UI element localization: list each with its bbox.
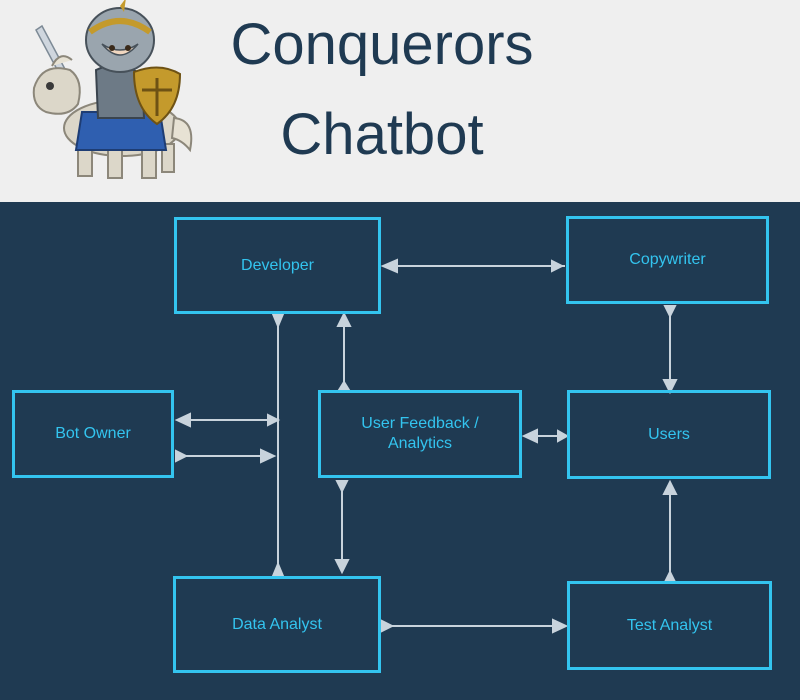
arrow-tail-feedback-up: [337, 380, 351, 391]
page-title: Conquerors Chatbot: [208, 0, 556, 180]
arrowhead-at-feedback: [521, 428, 538, 444]
copywriter-label: Copywriter: [629, 251, 706, 268]
data-analyst-node: Data Analyst: [173, 576, 381, 673]
arrowhead-at-developer-bottom: [336, 311, 352, 327]
arrow-tail-developer-down: [271, 313, 285, 329]
arrow-tail-copywriter: [551, 259, 565, 273]
knight-on-horse-icon: [12, 0, 197, 190]
users-node: Users: [567, 390, 771, 479]
arrow-tail-copywriter-down: [663, 305, 677, 319]
users-label: Users: [648, 425, 690, 443]
copywriter-node: Copywriter: [566, 216, 769, 304]
test-analyst-node: Test Analyst: [567, 581, 772, 670]
user-feedback-label-line1: User Feedback /: [361, 415, 479, 432]
workflow-diagram: Developer Copywriter Bot Owner User Feed…: [0, 202, 800, 700]
arrow-tail-users-left: [557, 429, 570, 443]
arrowhead-at-botowner: [174, 412, 191, 428]
arrow-tail-developer-branch: [267, 413, 281, 427]
arrow-tail-botowner: [175, 449, 189, 463]
diagram-edges: [174, 258, 678, 634]
arrowhead-at-testanalyst: [552, 618, 569, 634]
user-feedback-node: User Feedback / Analytics: [318, 390, 522, 478]
arrowhead-at-users-bottom: [662, 479, 678, 495]
arrow-tail-feedback-down: [335, 480, 349, 494]
arrow-tail-dataanalyst-right: [381, 619, 395, 633]
header: Conquerors Chatbot: [0, 0, 800, 202]
arrowhead-at-developer-line: [260, 448, 277, 464]
developer-node: Developer: [174, 217, 381, 314]
developer-label: Developer: [241, 256, 314, 274]
user-feedback-label-line2: Analytics: [387, 435, 453, 452]
arrow-tail-dataanalyst-up: [271, 561, 285, 577]
arrowhead-at-dataanalyst-top: [334, 559, 350, 575]
bot-owner-label: Bot Owner: [55, 425, 131, 442]
title-line-2: Chatbot: [280, 102, 484, 167]
bot-owner-node: Bot Owner: [12, 390, 174, 478]
test-analyst-label: Test Analyst: [626, 616, 713, 634]
data-analyst-label: Data Analyst: [232, 615, 322, 633]
arrowhead-at-developer: [380, 258, 398, 274]
arrowhead-at-users-top: [662, 379, 678, 395]
title-line-1: Conquerors: [230, 12, 534, 77]
